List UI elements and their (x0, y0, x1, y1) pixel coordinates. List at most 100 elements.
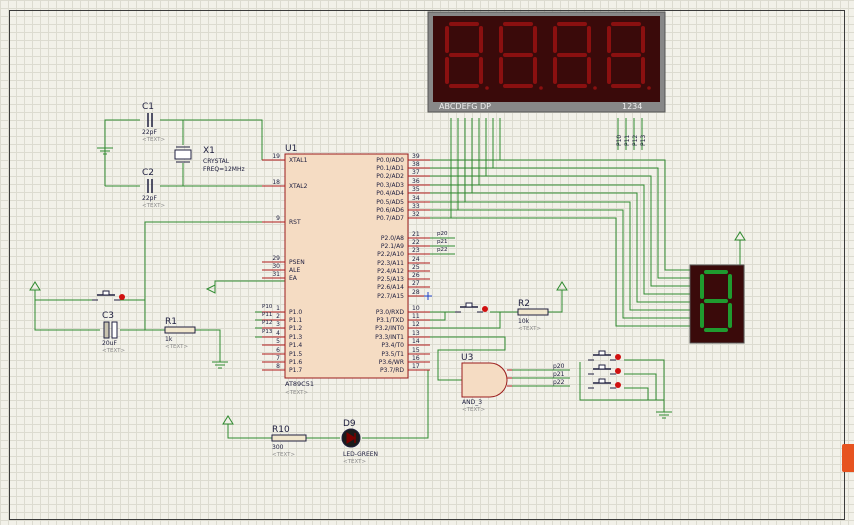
mcu-pin-number: 3 (276, 321, 280, 328)
mcu-body (284, 153, 409, 379)
mcu-pin-number: 8 (276, 363, 280, 370)
mcu-pin-name: P3.7/RD (380, 367, 404, 374)
mcu-pin-number: 2 (276, 313, 280, 320)
mcu-pin-name: RST (289, 219, 301, 226)
power-icon (29, 281, 41, 291)
cap-ref: C2 (142, 168, 154, 178)
int-button[interactable] (455, 302, 488, 313)
edge-app-icon[interactable] (842, 444, 854, 472)
button-state-indicator[interactable] (482, 306, 488, 312)
seven-seg-display-1digit[interactable] (689, 264, 745, 344)
mcu-pin-number: 19 (272, 153, 280, 160)
cap-plate (111, 321, 118, 339)
mcu-pin-name: P0.1/AD1 (376, 165, 404, 172)
mcu-pin-name: P2.2/A10 (377, 251, 404, 258)
mcu-pin-name: P1.3 (289, 334, 302, 341)
button-cap (465, 302, 473, 308)
mcu-pin-number: 26 (412, 272, 420, 279)
mcu-pin-number: 11 (412, 313, 420, 320)
mcu-pin-name: P2.6/A14 (377, 284, 404, 291)
mcu-pin-number: 32 (412, 211, 420, 218)
display1-digit (700, 270, 732, 332)
mcu-pin-name: P2.0/A8 (381, 235, 404, 242)
button-state-indicator[interactable] (615, 382, 621, 388)
mcu-pin-number: 9 (276, 215, 280, 222)
display4-body (433, 16, 660, 102)
mcu-pin-number: 23 (412, 247, 420, 254)
mcu-pin-number: 31 (272, 271, 280, 278)
mcu-pin-name: P3.0/RXD (376, 309, 404, 316)
resistor-value: 1k (165, 336, 173, 343)
segment-dp (647, 86, 651, 90)
p1-net-label: P13 (262, 329, 273, 335)
resistor-tag: <TEXT> (165, 344, 188, 350)
led-type: LED-GREEN (343, 451, 378, 458)
mcu-pin-name: P3.1/TXD (376, 317, 404, 324)
cap-tag: <TEXT> (102, 348, 125, 354)
button-state-indicator[interactable] (615, 354, 621, 360)
mcu-pin-name: XTAL2 (289, 183, 308, 190)
mcu-pin-number: 10 (412, 305, 420, 312)
mcu-pin-name: P0.5/AD5 (376, 199, 404, 206)
mcu-pin-name: P0.7/AD7 (376, 215, 404, 222)
mcu-pin-number: 12 (412, 321, 420, 328)
mcu-pin-name: P3.4/T0 (381, 342, 404, 349)
mcu-pin-number: 4 (276, 330, 280, 337)
mcu-pin-number: 15 (412, 347, 420, 354)
p20-button[interactable] (588, 350, 621, 361)
button-state-indicator[interactable] (615, 368, 621, 374)
and-gate-type: AND_3 (462, 399, 482, 406)
led-tag: <TEXT> (343, 459, 366, 465)
mcu-pin-number: 27 (412, 280, 420, 287)
button-state-indicator[interactable] (119, 294, 125, 300)
p1-net-label: P12 (262, 320, 272, 326)
mcu-pin-name: P2.3/A11 (377, 260, 404, 267)
display4-digit-pin-label: P10 (616, 135, 623, 146)
mcu-pin-number: 28 (412, 289, 420, 296)
resistor-value: 300 (272, 444, 284, 451)
power-symbols (29, 147, 746, 425)
button-cap (598, 364, 606, 370)
display4-segment-label: ABCDEFG DP (439, 102, 491, 111)
display4-digit-pin-label: P12 (632, 135, 639, 146)
reset-button[interactable] (92, 290, 125, 301)
resistor-ref: R2 (518, 299, 530, 309)
power-icon (734, 231, 746, 241)
cap-tag: <TEXT> (142, 137, 165, 143)
mcu-pin-name: P0.6/AD6 (376, 207, 404, 214)
mcu-pin-number: 14 (412, 338, 420, 345)
p22-button[interactable] (588, 378, 621, 389)
mcu-pin-name: PSEN (289, 259, 305, 266)
ea-power-icon (205, 284, 216, 294)
cap-tag: <TEXT> (142, 203, 165, 209)
p21-button[interactable] (588, 364, 621, 375)
mcu-pin-number: 33 (412, 203, 420, 210)
ground-icon (212, 361, 228, 369)
button-cap (102, 290, 110, 296)
mcu-pin-number: 22 (412, 239, 420, 246)
resistor-body (164, 326, 196, 334)
display4-digit (445, 22, 489, 90)
mcu-pin-number: 38 (412, 161, 420, 168)
mcu-pin-name: P3.5/T1 (381, 351, 404, 358)
mcu-pin-name: P0.3/AD3 (376, 182, 404, 189)
mcu-pin-number: 21 (412, 231, 420, 238)
edge-app-icon-body (842, 444, 854, 472)
crystal-body (174, 149, 192, 160)
mcu-pin-name: P2.7/A15 (377, 293, 404, 300)
mcu-at89c51[interactable]: U1AT89C51<TEXT>19XTAL118XTAL29RST29PSEN3… (262, 144, 448, 396)
button-cap (598, 350, 606, 356)
mcu-pin-name: P1.6 (289, 359, 302, 366)
